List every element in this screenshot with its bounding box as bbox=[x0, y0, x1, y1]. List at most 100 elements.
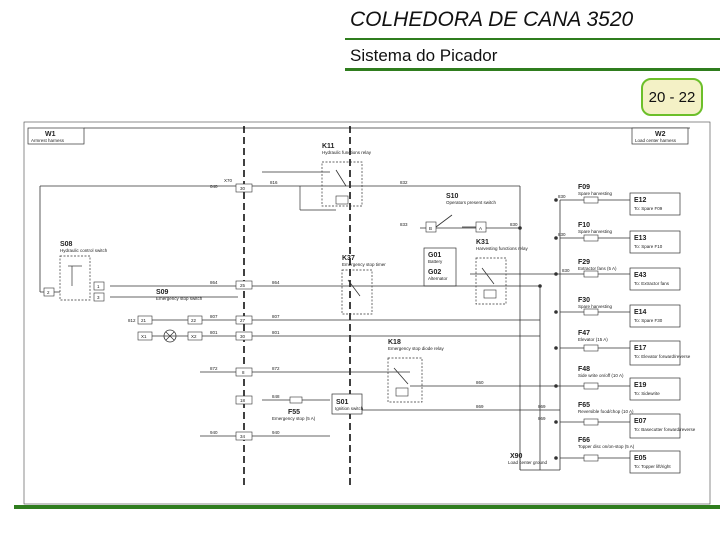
connector-w2-id: W2 bbox=[655, 131, 666, 138]
power-sources: G01 Battery G02 Alternator bbox=[423, 247, 457, 287]
fuse-id: F10 bbox=[578, 222, 590, 229]
wire-number: 860 bbox=[476, 380, 484, 385]
relay-k11-id: K11 bbox=[322, 143, 335, 150]
ground-x90: X90 Load center ground bbox=[508, 453, 548, 470]
relay-k31-desc: Harvesting functions relay bbox=[476, 246, 529, 251]
battery-id: G01 bbox=[428, 252, 441, 259]
relay-k37-id: K37 bbox=[342, 255, 355, 262]
terminal-desc: To: Spare F09 bbox=[634, 206, 663, 211]
wire-number: 812 bbox=[128, 318, 136, 323]
fuse-id: F29 bbox=[578, 259, 590, 266]
wire-number: 872 bbox=[272, 366, 280, 371]
fuse-f55: F55 Emergency stop (5 A) bbox=[272, 396, 316, 421]
fuse-desc: Topper disc on/on-stop (5 A) bbox=[578, 444, 635, 449]
connector-w1-desc: Armrest harness bbox=[31, 138, 65, 143]
fuse-desc: Spare harvesting bbox=[578, 191, 613, 196]
wire-number: 807 bbox=[210, 314, 218, 319]
junction-dots bbox=[518, 198, 558, 460]
terminal-label: B bbox=[429, 226, 432, 231]
wire-number: 869 bbox=[538, 416, 546, 421]
terminal-label: 1 bbox=[97, 284, 100, 289]
fuse-desc: Reversible food/chop (10 A) bbox=[578, 409, 634, 414]
terminal-label: 3 bbox=[97, 295, 100, 300]
wire-number: 040 bbox=[210, 184, 218, 189]
switch-s09-desc: Emergency stop switch bbox=[156, 296, 203, 301]
switch-s01-desc: Ignition switch bbox=[335, 406, 364, 411]
terminal-id: E43 bbox=[634, 272, 647, 279]
terminal-label: A bbox=[479, 226, 482, 231]
pin-label: 27 bbox=[240, 318, 246, 323]
wire-number: 801 bbox=[210, 330, 218, 335]
pin-column: 30 25 27 30 8 18 34 bbox=[235, 183, 253, 441]
terminal-desc: To: Sidewrite bbox=[634, 391, 660, 396]
wire-number: 864 bbox=[272, 280, 280, 285]
wire-number: 940 bbox=[272, 430, 280, 435]
pin-label: 30 bbox=[240, 334, 246, 339]
fuse-desc: Elevator (15 A) bbox=[578, 337, 608, 342]
terminal-label: 22 bbox=[191, 318, 197, 323]
fuse-desc: Spare harvesting bbox=[578, 229, 613, 234]
wire-number: X70 bbox=[224, 178, 233, 183]
terminal-label: 21 bbox=[141, 318, 147, 323]
terminal-desc: To: Spare F30 bbox=[634, 318, 663, 323]
switch-s09: S09 Emergency stop switch 21 22 X1 X2 81… bbox=[128, 289, 203, 343]
terminal-id: E17 bbox=[634, 345, 647, 352]
switch-s01-id: S01 bbox=[336, 399, 349, 406]
fuse-column: F09 Spare harvesting F10 Spare harvestin… bbox=[578, 184, 635, 462]
terminal-label: X1 bbox=[141, 334, 147, 339]
switch-s10: S10 Operators present switch B A bbox=[425, 193, 497, 233]
relay-k11-desc: Hydraulic functions relay bbox=[322, 150, 372, 155]
wire-numbers-left: X70 040 864 807 801 872 940 816 864 807 … bbox=[210, 178, 280, 435]
terminal-id: E12 bbox=[634, 197, 647, 204]
fuse-desc: Extractor fans (5 A) bbox=[578, 266, 617, 271]
wire-number: 848 bbox=[272, 394, 280, 399]
fuse-id: F48 bbox=[578, 366, 590, 373]
wire-number: 833 bbox=[400, 222, 408, 227]
wire-number: 940 bbox=[210, 430, 218, 435]
wire-number: 830 bbox=[558, 194, 566, 199]
alternator-id: G02 bbox=[428, 269, 441, 276]
relay-k11: K11 Hydraulic functions relay bbox=[299, 143, 372, 211]
page-number-badge: 20 - 22 bbox=[641, 78, 703, 116]
switch-s10-desc: Operators present switch bbox=[446, 200, 497, 205]
terminal-id: E13 bbox=[634, 235, 647, 242]
switch-s10-id: S10 bbox=[446, 193, 459, 200]
connector-w1: W1 Armrest harness bbox=[27, 127, 85, 145]
wire-number: 830 bbox=[510, 222, 518, 227]
switch-s08: S08 Hydraulic control switch 2 1 3 bbox=[43, 241, 108, 302]
wire-numbers-right: 832 833 830 830 830 830 860 869 869 869 bbox=[400, 180, 570, 421]
pin-label: 34 bbox=[240, 434, 246, 439]
wire-number: 807 bbox=[272, 314, 280, 319]
fuse-f55-desc: Emergency stop (5 A) bbox=[272, 416, 316, 421]
terminal-column: E12 To: Spare F09 E13 To: Spare F10 E43 … bbox=[629, 192, 696, 474]
terminal-id: E05 bbox=[634, 455, 647, 462]
pin-label: 8 bbox=[242, 370, 245, 375]
battery-desc: Battery bbox=[428, 259, 443, 264]
wire-group bbox=[39, 171, 561, 471]
terminal-label: 2 bbox=[47, 290, 50, 295]
pin-label: 30 bbox=[240, 186, 246, 191]
terminal-desc: To: Topper lift/right bbox=[634, 464, 671, 469]
terminal-id: E14 bbox=[634, 309, 647, 316]
page-subtitle: Sistema do Picador bbox=[350, 46, 498, 65]
relay-k18: K18 Emergency stop diode relay bbox=[387, 339, 445, 403]
switch-s09-id: S09 bbox=[156, 289, 169, 296]
connector-w2-desc: Load center harness bbox=[635, 138, 677, 143]
relay-k31-id: K31 bbox=[476, 239, 489, 246]
alternator-desc: Alternator bbox=[428, 276, 448, 281]
diagram-frame bbox=[23, 121, 711, 505]
terminal-desc: To: Extractor fans bbox=[634, 281, 670, 286]
connector-w2: W2 Load center harness bbox=[631, 127, 689, 145]
relay-k37-desc: Emergency stop timer bbox=[342, 262, 386, 267]
wire-number: 872 bbox=[210, 366, 218, 371]
wire-number: 830 bbox=[562, 268, 570, 273]
terminal-label: X2 bbox=[191, 334, 197, 339]
wire-number: 869 bbox=[538, 404, 546, 409]
relay-k18-id: K18 bbox=[388, 339, 401, 346]
switch-s01: S01 Ignition switch bbox=[331, 393, 364, 415]
terminal-desc: To: Spare F10 bbox=[634, 244, 663, 249]
footer-rule bbox=[14, 505, 720, 509]
relay-k37: K37 Emergency stop timer bbox=[341, 255, 386, 315]
connector-w1-id: W1 bbox=[45, 131, 56, 138]
